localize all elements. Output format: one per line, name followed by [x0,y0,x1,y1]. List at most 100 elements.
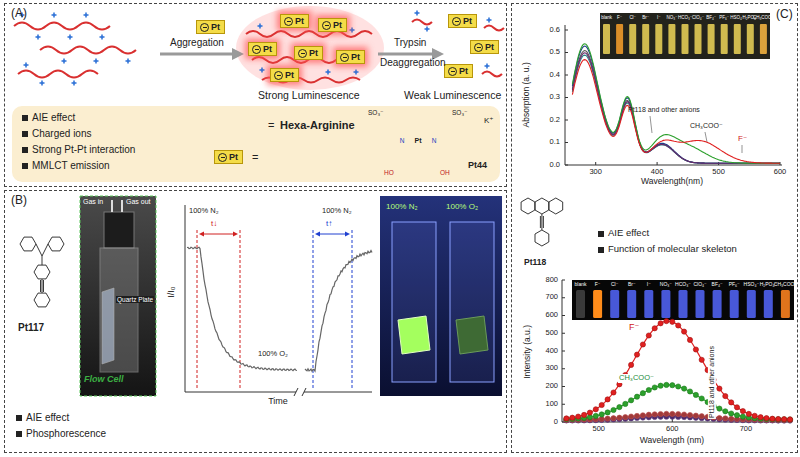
emission-curve [566,321,790,419]
intensity-trace [305,251,372,372]
vial-label: Cl⁻ [629,15,636,20]
vial [668,24,675,54]
data-marker [664,411,669,416]
atom-label: SO₃⁻ [452,109,467,116]
pt-complex-tag: Pt [248,42,277,56]
data-marker [634,352,639,357]
data-marker [758,415,763,420]
vial-label: F⁻ [617,15,622,20]
vial-label: HCO₃⁻ [678,15,692,20]
atom-label: SO₃⁻ [368,109,383,116]
tick-label: 100 [545,400,558,409]
data-marker [640,391,645,396]
annotation-label: Deaggregation [380,57,446,69]
vial [644,290,653,318]
data-marker [682,412,687,417]
pt-complex-tag: Pt [470,40,499,54]
charge-symbol [298,49,307,58]
tick-label: 700 [740,425,753,434]
node-text: Pt [351,52,360,62]
tick-label: 400 [545,347,558,356]
data-marker [699,415,704,420]
data-marker [670,411,675,416]
data-marker [570,415,575,420]
vial-label: PF₆⁻ [729,282,740,288]
node-text: Pt [309,48,318,58]
node-text: 100% N₂ [386,202,418,211]
data-marker [646,412,651,417]
vial [695,24,702,54]
axis-title: Wavelength (nm) [640,436,704,446]
data-marker [658,411,663,416]
data-marker [717,386,722,391]
data-marker [670,319,675,324]
data-marker [611,416,616,421]
vial [713,290,722,318]
node-text: Pt [229,152,238,162]
vial [764,290,773,318]
axis-title: Absorption (a. u.) [522,62,532,127]
data-marker [605,416,610,421]
annotation-label: Pt118 and other anions [708,345,716,419]
data-marker [682,329,687,334]
absorption-curve [572,60,780,164]
annotation-label: Pt118 [524,258,546,268]
pt-complex-tag: Pt [270,68,299,82]
data-marker [782,417,787,422]
absorption-curve [572,51,780,164]
tick-label: 300 [545,364,558,373]
flow-cell-photo [80,196,156,396]
annotation-label: Phosphorescence [16,428,106,440]
data-marker [629,362,634,367]
vial [682,24,689,54]
vial [655,24,662,54]
data-marker [699,414,704,419]
vial [696,290,705,318]
annotation-label: 100% N₂ [322,207,352,216]
data-marker [640,413,645,418]
pt118-structure [521,198,563,246]
vial-label: I⁻ [647,282,651,288]
panel-letter: (B) [11,194,27,208]
data-marker [740,414,745,419]
data-marker [723,416,728,421]
vial-label: HSO₄⁻ [744,282,760,288]
data-marker [611,407,616,412]
absorption-axes [565,25,782,165]
data-marker [629,415,634,420]
vial-photo-ground [600,13,770,59]
data-marker [764,416,769,421]
node-text: MMLCT emission [22,160,110,172]
data-marker [723,409,728,414]
data-marker [764,416,769,421]
axis-title: Time [268,396,288,406]
photo-inset: Gas inGas outQuartz PlateFlow Cell [80,196,156,396]
charge-symbol [340,53,349,62]
luminescence-photo [380,196,502,396]
data-marker [687,337,692,342]
data-marker [605,410,610,415]
vial-label: BF₄⁻ [712,282,723,288]
pt-complex-tag: Pt [444,64,473,78]
data-marker [652,326,657,331]
atom-label: OH [440,169,450,176]
tick-label: 0.0 [550,161,560,170]
node-text: Pt [295,16,304,26]
node-text: Gas out [126,198,151,206]
tick-label: 800 [545,276,558,285]
data-marker [752,413,757,418]
tick-label: 200 [545,382,558,391]
data-marker [729,416,734,421]
node-text: Pt [463,16,472,26]
annotation-label: t↑ [326,219,332,228]
vial [734,24,741,54]
charge-symbol [322,21,331,30]
intensity-trace [187,247,297,370]
data-marker [687,412,692,417]
annotation-label: Pt118 and other anions [628,106,700,114]
data-marker [687,389,692,394]
data-marker [670,383,675,388]
data-marker [605,417,610,422]
vial [747,290,756,318]
pt-complex-tag: Pt [280,14,309,28]
